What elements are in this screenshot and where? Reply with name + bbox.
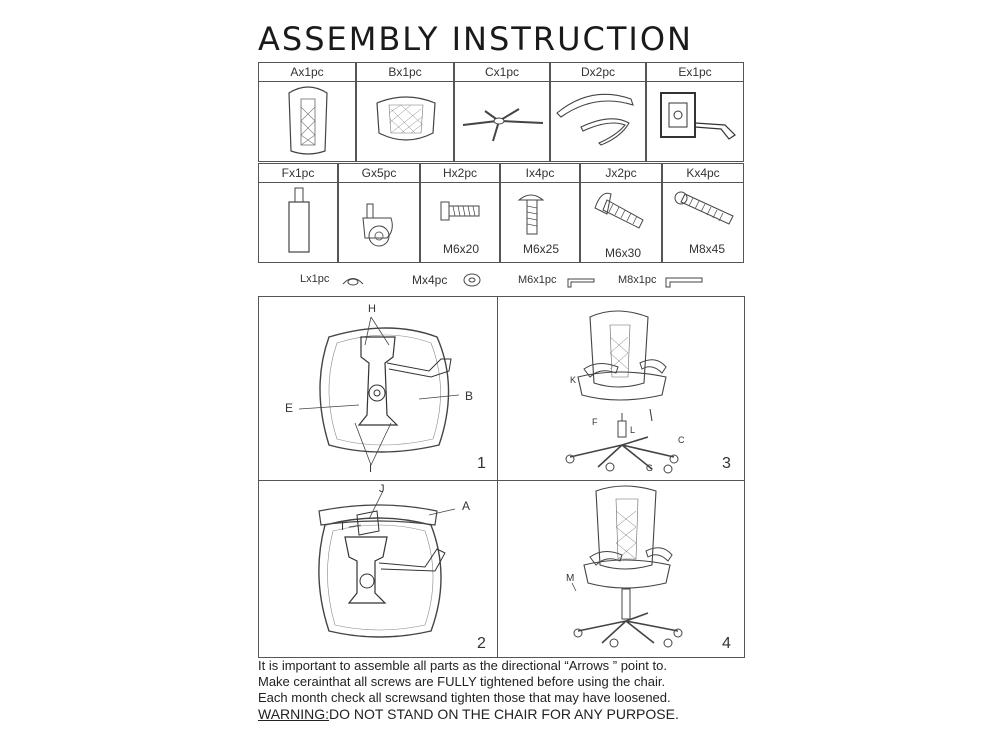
- part-cell-f: Fx1pc: [258, 163, 338, 263]
- misc-part-label: Lx1pc: [300, 273, 330, 285]
- chair-base-assembly-diagram: [565, 310, 679, 474]
- callout-label: J: [379, 483, 385, 495]
- part-cell-g: Gx5pc: [338, 163, 420, 263]
- warning-note: WARNING:DO NOT STAND ON THE CHAIR FOR AN…: [258, 706, 679, 722]
- part-label: Kx4pc: [663, 164, 743, 183]
- part-label: Fx1pc: [259, 164, 337, 183]
- part-label: Ix4pc: [501, 164, 579, 183]
- part-cell-c: Cx1pc: [454, 62, 550, 162]
- misc-part-label: M8x1pc: [618, 274, 657, 286]
- bolt-icon: [517, 194, 545, 235]
- step-panel-2: J A I 2: [258, 480, 498, 658]
- mechanism-icon: [660, 92, 736, 140]
- bolt-icon: [674, 191, 734, 225]
- step-number: 2: [477, 635, 486, 652]
- bolt-icon: [594, 192, 644, 229]
- misc-part-label: M6x1pc: [518, 274, 557, 286]
- part-label: Bx1pc: [357, 63, 453, 82]
- callout-label: C: [678, 435, 685, 445]
- washer-icon: [463, 273, 481, 287]
- warning-text: DO NOT STAND ON THE CHAIR FOR ANY PURPOS…: [329, 706, 679, 722]
- callout-label: F: [592, 417, 598, 427]
- part-cell-a: Ax1pc: [258, 62, 356, 162]
- seat-icon: [376, 96, 436, 141]
- part-label: Jx2pc: [581, 164, 661, 183]
- backrest-attachment-diagram: [318, 490, 456, 638]
- part-label: Ax1pc: [259, 63, 355, 82]
- callout-label: A: [462, 499, 471, 513]
- completed-chair-diagram: [571, 485, 683, 648]
- step-panel-1: H E B I 1: [258, 296, 498, 481]
- armrest-icon: [556, 93, 634, 146]
- part-cell-k: Kx4pc M8x45: [662, 163, 744, 263]
- instruction-note: It is important to assemble all parts as…: [258, 658, 667, 673]
- misc-part-label: Mx4pc: [412, 273, 448, 287]
- warning-prefix: WARNING:: [258, 706, 330, 722]
- backrest-icon: [288, 86, 328, 155]
- star-base-icon: [462, 108, 544, 142]
- callout-label: H: [368, 303, 376, 315]
- step-number: 4: [722, 635, 731, 652]
- step-number: 1: [477, 455, 486, 472]
- callout-label: K: [570, 375, 577, 385]
- part-cell-i: Ix4pc M6x25: [500, 163, 580, 263]
- instruction-note: Each month check all screwsand tighten t…: [258, 690, 671, 705]
- callout-label: B: [465, 389, 474, 403]
- part-cell-d: Dx2pc: [550, 62, 646, 162]
- part-cell-h: Hx2pc M6x20: [420, 163, 500, 263]
- allen-key-icon: [665, 277, 703, 288]
- callout-label: I: [369, 463, 373, 475]
- part-cell-j: Jx2pc M6x30: [580, 163, 662, 263]
- part-label: Gx5pc: [339, 164, 419, 183]
- step-panel-3: K F L C G 3: [497, 296, 745, 481]
- callout-label: M: [566, 573, 575, 584]
- part-label: Dx2pc: [551, 63, 645, 82]
- callout-label: I: [341, 521, 345, 533]
- part-label: Hx2pc: [421, 164, 499, 183]
- caster-icon: [362, 203, 393, 247]
- instruction-note: Make cerainthat all screws are FULLY tig…: [258, 674, 666, 689]
- bolt-icon: [440, 201, 480, 221]
- part-cell-b: Bx1pc: [356, 62, 454, 162]
- callout-label: E: [285, 401, 294, 415]
- part-cell-e: Ex1pc: [646, 62, 744, 162]
- bolt-size: M6x30: [605, 246, 642, 260]
- bolt-size: M6x20: [443, 242, 480, 256]
- allen-key-icon: [567, 278, 595, 288]
- bolt-size: M8x45: [689, 242, 726, 256]
- gas-lift-icon: [288, 187, 310, 253]
- step-panel-4: M 4: [497, 480, 745, 658]
- seat-mechanism-diagram: [298, 316, 460, 466]
- callout-label: L: [630, 425, 636, 435]
- page-title: ASSEMBLY INSTRUCTION: [258, 20, 693, 58]
- part-label: Ex1pc: [647, 63, 743, 82]
- bolt-size: M6x25: [523, 242, 560, 256]
- callout-label: G: [646, 463, 654, 473]
- clip-icon: [342, 278, 364, 286]
- part-label: Cx1pc: [455, 63, 549, 82]
- step-number: 3: [722, 455, 731, 472]
